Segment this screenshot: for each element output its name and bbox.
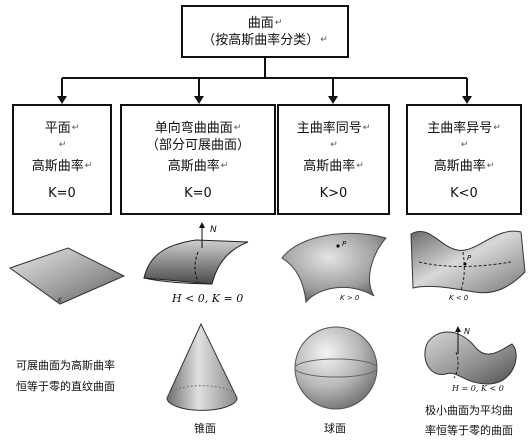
curvature-value: K>0 [319, 186, 348, 201]
saddle-figure: P K < 0 [410, 230, 526, 302]
category-spacer: ↵ [58, 140, 67, 150]
category-box-plane: 平面↵ ↵ 高斯曲率↵ K=0 [12, 104, 112, 215]
minimal-note-line2: 率恒等于零的曲面 [425, 424, 513, 437]
plane-figure: K [8, 247, 126, 305]
saddle-condition: K < 0 [449, 294, 469, 302]
minimal-n-label: N [464, 327, 470, 336]
curvature-value: K=0 [48, 186, 76, 201]
curvature-label: 高斯曲率↵ [433, 159, 495, 174]
curvature-label: 高斯曲率↵ [167, 159, 229, 174]
cylinder-n-label: N [210, 225, 217, 235]
curvature-value: K=0 [184, 186, 212, 201]
cone-caption: 锥面 [194, 422, 216, 435]
category-subname: （部分可展曲面） [145, 138, 250, 153]
minimal-condition: H = 0, K < 0 [452, 384, 504, 393]
category-spacer: ↵ [460, 140, 469, 150]
root-subtitle: （按高斯曲率分类）↵ [202, 33, 328, 48]
cylinder-figure: N [143, 222, 249, 285]
developable-note-line1: 可展曲面为高斯曲率 [16, 359, 115, 372]
category-box-single-curved: 单向弯曲曲面↵ （部分可展曲面） 高斯曲率↵ K=0 [120, 104, 276, 215]
category-box-opposite-sign: 主曲率异号↵ ↵ 高斯曲率↵ K<0 [406, 104, 522, 215]
saddle-p-label: P [467, 254, 472, 262]
dome-figure: P K > 0 [281, 232, 387, 304]
curvature-label: 高斯曲率↵ [303, 159, 364, 174]
category-name: 主曲率异号↵ [427, 121, 501, 136]
category-name: 单向弯曲曲面↵ [154, 121, 242, 136]
category-box-same-sign: 主曲率同号↵ ↵ 高斯曲率↵ K>0 [277, 104, 390, 215]
root-title: 曲面↵ [247, 16, 283, 31]
curvature-label: 高斯曲率↵ [31, 159, 93, 174]
dome-condition: K > 0 [340, 294, 360, 302]
cone-figure [166, 322, 238, 411]
sphere-figure [294, 326, 378, 410]
sphere-caption: 球面 [324, 422, 346, 435]
cylinder-condition: H < 0, K = 0 [172, 292, 244, 305]
tree-connectors [57, 57, 472, 104]
curvature-value: K<0 [450, 186, 478, 201]
dome-p-label: P [342, 240, 347, 248]
minimal-surface-figure: N [424, 326, 517, 385]
category-name: 平面↵ [44, 121, 80, 136]
category-name: 主曲率同号↵ [296, 121, 371, 136]
developable-note-line2: 恒等于零的直纹曲面 [16, 380, 115, 393]
minimal-note-line1: 极小曲面为平均曲 [425, 404, 513, 417]
root-box: 曲面↵ （按高斯曲率分类）↵ [181, 5, 349, 58]
plane-k-label: K [58, 297, 63, 304]
category-spacer: ↵ [330, 140, 338, 150]
